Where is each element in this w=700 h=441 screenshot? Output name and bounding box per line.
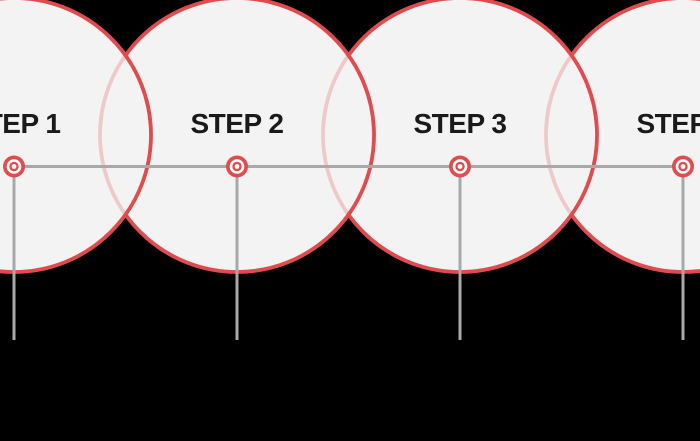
step-label-1: STEP 1 bbox=[0, 108, 60, 139]
marker-center-dot bbox=[11, 164, 17, 169]
target-marker-icon bbox=[3, 155, 25, 178]
step-label-3: STEP 3 bbox=[414, 108, 507, 139]
target-marker-icon bbox=[449, 155, 471, 178]
step-circles bbox=[0, 0, 700, 274]
target-marker-icon bbox=[672, 155, 694, 178]
target-marker-icon bbox=[226, 155, 248, 178]
marker-center-dot bbox=[234, 164, 240, 169]
marker-center-dot bbox=[457, 164, 463, 169]
step-label-4: STEP 4 bbox=[637, 108, 700, 139]
step-label-2: STEP 2 bbox=[191, 108, 284, 139]
step-connectors bbox=[12, 166, 685, 340]
marker-center-dot bbox=[680, 164, 686, 169]
